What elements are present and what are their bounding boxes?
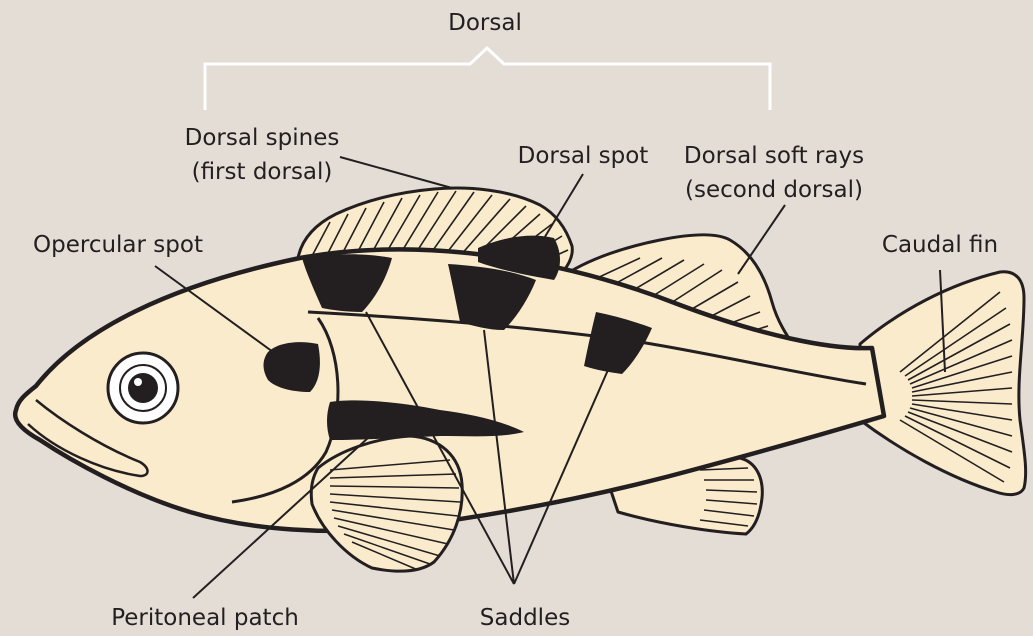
label-caudal-fin: Caudal fin [882,232,998,258]
eye [108,353,178,423]
leader-soft-rays [738,205,785,274]
pectoral-fin [311,436,462,571]
label-dorsal-spines: Dorsal spines [185,125,340,151]
label-dorsal: Dorsal [448,10,522,36]
label-dorsal-spot: Dorsal spot [518,143,649,169]
label-peritoneal-patch: Peritoneal patch [111,605,299,631]
label-opercular-spot: Opercular spot [33,232,203,258]
label-saddles: Saddles [480,605,570,631]
caudal-fin [860,272,1026,495]
label-second-dorsal: (second dorsal) [685,177,863,203]
label-dorsal-soft-rays: Dorsal soft rays [684,143,864,169]
leader-dorsal-spines [340,157,452,188]
dorsal-bracket [205,48,770,110]
label-first-dorsal: (first dorsal) [192,159,333,185]
